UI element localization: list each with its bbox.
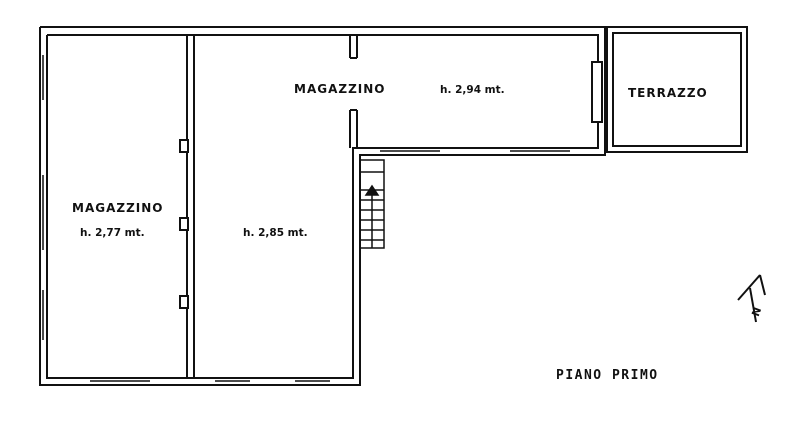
- terrace-outline: [606, 26, 748, 153]
- left-room-name: MAGAZZINO: [72, 201, 163, 215]
- north-arrow-icon: [737, 274, 766, 323]
- interior-wall-upper: [349, 35, 358, 148]
- left-room-height: h. 2,77 mt.: [80, 227, 145, 239]
- terrace-name: TERRAZZO: [628, 86, 708, 100]
- upper-room-name: MAGAZZINO: [294, 82, 385, 96]
- north-label: N: [750, 306, 764, 318]
- floor-label: PIANO PRIMO: [556, 368, 659, 383]
- interior-wall-left: [179, 35, 195, 378]
- center-room-height: h. 2,85 mt.: [243, 227, 308, 239]
- outer-walls: [39, 26, 606, 386]
- staircase: [359, 159, 385, 249]
- upper-room-height: h. 2,94 mt.: [440, 84, 505, 96]
- terrace-door: [591, 61, 603, 123]
